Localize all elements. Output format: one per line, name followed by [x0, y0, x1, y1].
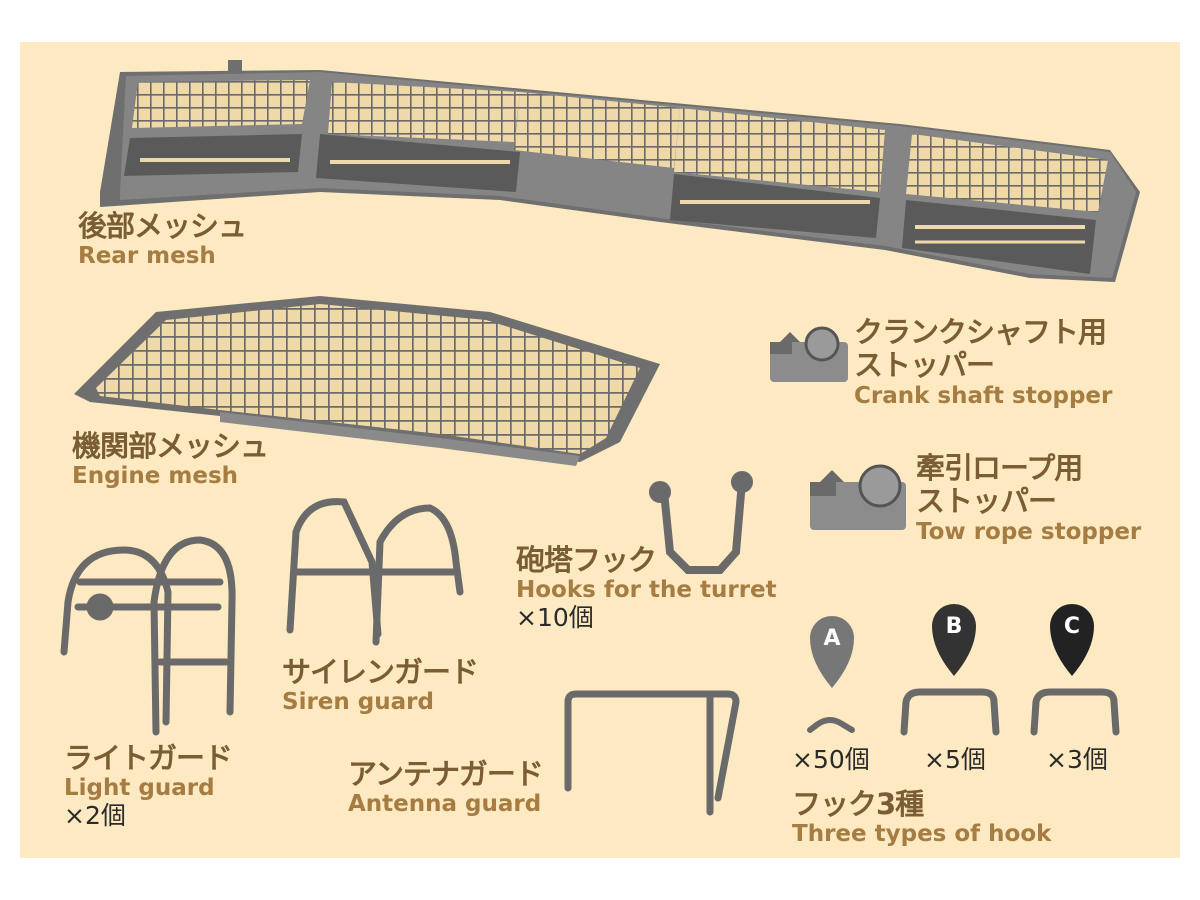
crank-shaft-stopper-jp2: ストッパー	[854, 348, 995, 383]
crank-shaft-stopper-jp1: クランクシャフト用	[854, 315, 1107, 349]
crank-shaft-stopper-part	[770, 326, 848, 382]
rear-mesh-en: Rear mesh	[78, 243, 216, 270]
light-guard-en: Light guard	[64, 775, 215, 802]
rear-mesh-jp: 後部メッシュ	[78, 209, 247, 243]
rear-mesh-label: 後部メッシュ Rear mesh	[78, 209, 247, 270]
light-guard-qty: ×2個	[64, 800, 126, 830]
hook-a-part	[807, 717, 855, 733]
turret-hooks-en: Hooks for the turret	[516, 577, 777, 604]
three-hooks-jp: フック3種	[792, 787, 924, 821]
antenna-guard-en: Antenna guard	[348, 791, 542, 818]
siren-guard-en: Siren guard	[282, 689, 434, 716]
turret-hook-part	[649, 471, 753, 574]
turret-hooks-qty: ×10個	[516, 602, 594, 632]
light-guard-label: ライトガード Light guard ×2個	[64, 741, 233, 831]
hook-c-pin-icon: C	[1050, 604, 1094, 676]
engine-mesh-en: Engine mesh	[72, 463, 239, 490]
tow-rope-stopper-part	[810, 464, 906, 530]
turret-hooks-jp: 砲塔フック	[516, 543, 657, 577]
tow-rope-stopper-label: 牽引ロープ用 ストッパー Tow rope stopper	[916, 451, 1142, 545]
hook-a-pin-icon: A	[810, 616, 854, 688]
crank-shaft-stopper-en: Crank shaft stopper	[854, 382, 1113, 409]
engine-mesh-label: 機関部メッシュ Engine mesh	[72, 429, 269, 490]
antenna-guard-label: アンテナガード Antenna guard	[348, 757, 544, 818]
antenna-guard-jp: アンテナガード	[348, 757, 544, 791]
hook-b-letter: B	[946, 614, 963, 639]
turret-hooks-label: 砲塔フック Hooks for the turret ×10個	[516, 543, 777, 633]
tow-rope-stopper-jp1: 牽引ロープ用	[916, 451, 1083, 485]
hook-c-part	[1030, 688, 1120, 736]
tow-rope-stopper-jp2: ストッパー	[916, 484, 1057, 519]
hook-b-part	[900, 688, 1000, 736]
hook-c-letter: C	[1064, 614, 1080, 639]
rear-mesh-part	[100, 60, 1140, 282]
three-hooks-en: Three types of hook	[792, 821, 1052, 848]
three-hooks-label: フック3種 Three types of hook	[792, 787, 1052, 848]
illustration-panel: A B C 後部メッシュ Rear mesh 機関部メッシュ Engine me…	[20, 42, 1180, 858]
tow-rope-stopper-en: Tow rope stopper	[916, 518, 1142, 545]
hook-c-qty: ×3個	[1046, 745, 1108, 774]
siren-guard-label: サイレンガード Siren guard	[282, 655, 479, 716]
light-guard-part	[60, 536, 236, 736]
light-guard-jp: ライトガード	[64, 741, 233, 775]
crank-shaft-stopper-label: クランクシャフト用 ストッパー Crank shaft stopper	[854, 315, 1113, 409]
antenna-guard-part	[564, 690, 740, 816]
hook-b-pin-icon: B	[932, 604, 976, 676]
siren-guard-part	[286, 498, 464, 646]
hook-b-qty: ×5個	[924, 745, 986, 774]
hook-a-letter: A	[823, 626, 840, 651]
engine-mesh-part	[74, 296, 660, 466]
siren-guard-jp: サイレンガード	[282, 655, 479, 689]
parts-illustration: A B C	[60, 60, 1140, 816]
hook-a-qty: ×50個	[792, 745, 870, 774]
engine-mesh-jp: 機関部メッシュ	[72, 429, 269, 463]
